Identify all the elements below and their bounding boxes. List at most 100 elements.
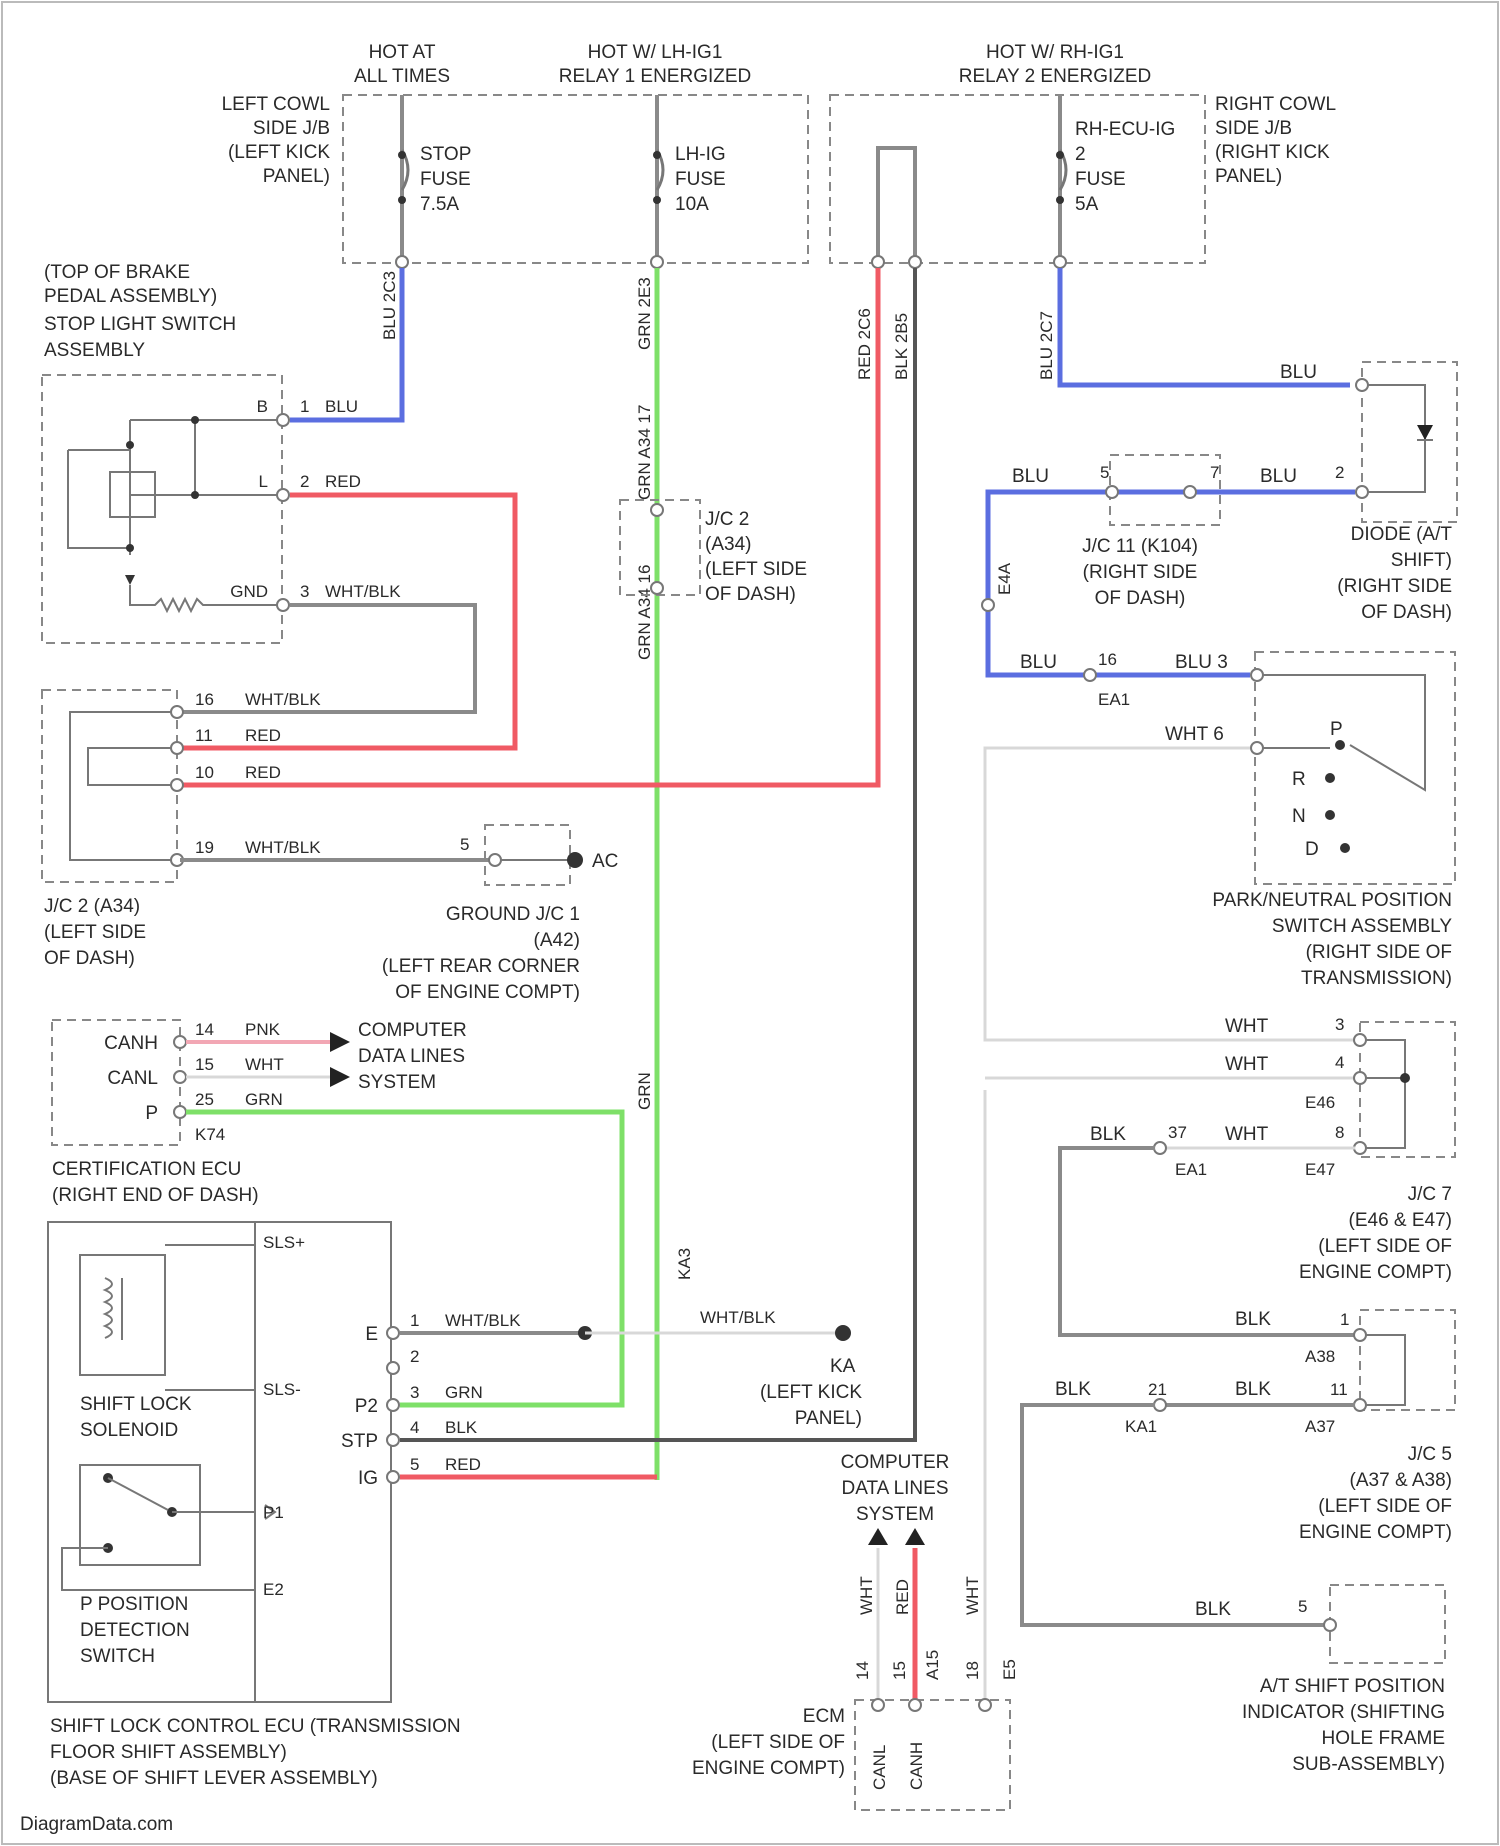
diode-pin-1 bbox=[1356, 379, 1368, 391]
ecm-pin-15: 15 bbox=[890, 1661, 909, 1680]
blu-wire-jc11 bbox=[988, 492, 1355, 675]
ground-ka-label: (LEFT KICK PANEL) bbox=[760, 1382, 862, 1429]
p1-label: P1 bbox=[263, 1503, 284, 1522]
svg-text:GRN: GRN bbox=[245, 1090, 283, 1109]
ecm-arrow-canh bbox=[905, 1528, 925, 1545]
svg-text:SYSTEM: SYSTEM bbox=[856, 1504, 934, 1525]
rhecu-fuse: RH-ECU-IG 2 FUSE 5A bbox=[1056, 119, 1175, 215]
indicator-pin-5 bbox=[1324, 1619, 1336, 1631]
svg-text:(LEFT SIDE OF: (LEFT SIDE OF bbox=[1318, 1236, 1452, 1257]
stop-fuse-connector bbox=[396, 256, 408, 268]
svg-text:(LEFT SIDE OF: (LEFT SIDE OF bbox=[1318, 1496, 1452, 1517]
svg-text:SHIFT LOCK CONTROL ECU (TRANSM: SHIFT LOCK CONTROL ECU (TRANSMISSION bbox=[50, 1716, 461, 1737]
svg-text:SUB-ASSEMBLY): SUB-ASSEMBLY) bbox=[1292, 1754, 1445, 1775]
right-cowl-jb-label: RIGHT COWL SIDE J/B (RIGHT KICK PANEL) bbox=[1215, 94, 1336, 187]
svg-text:(A34): (A34) bbox=[705, 534, 751, 555]
svg-text:(RIGHT END OF DASH): (RIGHT END OF DASH) bbox=[52, 1185, 259, 1206]
blu-label-3: BLU 3 bbox=[1175, 652, 1228, 673]
diode-symbol-icon bbox=[1417, 425, 1433, 440]
jc2-mid-pin-bottom bbox=[651, 582, 663, 594]
wire-label-red-top: RED 2C6 bbox=[855, 308, 874, 380]
certification-ecu-label: CERTIFICATION ECU (RIGHT END OF DASH) bbox=[52, 1159, 259, 1206]
svg-text:COMPUTER: COMPUTER bbox=[841, 1452, 950, 1473]
jc7-pin4-num: 4 bbox=[1335, 1053, 1344, 1072]
svg-text:RIGHT COWL: RIGHT COWL bbox=[1215, 94, 1336, 115]
blk-label-5: BLK bbox=[1195, 1599, 1231, 1620]
svg-text:WHT/BLK: WHT/BLK bbox=[245, 838, 321, 857]
pnp-pos-p: P bbox=[1330, 719, 1343, 740]
jc7-splice bbox=[1400, 1073, 1410, 1083]
svg-text:ASSEMBLY: ASSEMBLY bbox=[44, 340, 145, 361]
jc11-label: J/C 11 (K104) (RIGHT SIDE OF DASH) bbox=[1082, 536, 1198, 609]
svg-text:K74: K74 bbox=[195, 1125, 225, 1144]
indicator-box bbox=[1330, 1585, 1445, 1663]
stop-switch-pins: B L GND 1 2 3 BLU RED WHT/BLK bbox=[230, 397, 401, 611]
svg-text:J/C 5: J/C 5 bbox=[1408, 1444, 1452, 1465]
pnp-contact-d bbox=[1340, 843, 1350, 853]
svg-text:HOT AT: HOT AT bbox=[369, 42, 436, 63]
jc7-pin-8 bbox=[1354, 1142, 1366, 1154]
ecm-pin-14: 14 bbox=[853, 1661, 872, 1680]
red-connector bbox=[872, 256, 884, 268]
svg-text:OF DASH): OF DASH) bbox=[44, 948, 135, 969]
jc5-box bbox=[1360, 1310, 1455, 1410]
svg-text:ENGINE COMPT): ENGINE COMPT) bbox=[1299, 1262, 1452, 1283]
pnp-contact-p bbox=[1335, 740, 1345, 750]
svg-text:2: 2 bbox=[1075, 144, 1086, 165]
svg-text:FUSE: FUSE bbox=[675, 169, 726, 190]
svg-text:10A: 10A bbox=[675, 194, 709, 215]
svg-text:3: 3 bbox=[410, 1383, 419, 1402]
svg-text:STOP LIGHT SWITCH: STOP LIGHT SWITCH bbox=[44, 314, 236, 335]
svg-text:(A42): (A42) bbox=[534, 930, 580, 951]
svg-text:GRN: GRN bbox=[445, 1383, 483, 1402]
jc7-e46: E46 bbox=[1305, 1093, 1335, 1112]
svg-text:INDICATOR (SHIFTING: INDICATOR (SHIFTING bbox=[1242, 1702, 1445, 1723]
ka1-pin21-num: 21 bbox=[1148, 1380, 1167, 1399]
svg-text:DETECTION: DETECTION bbox=[80, 1620, 190, 1641]
svg-text:RELAY 2 ENERGIZED: RELAY 2 ENERGIZED bbox=[959, 66, 1152, 87]
header-hot-at-all-times: HOT AT ALL TIMES bbox=[354, 42, 450, 87]
sls-plus-label: SLS+ bbox=[263, 1233, 305, 1252]
ecm-wht-r: WHT bbox=[963, 1576, 982, 1615]
svg-text:OF DASH): OF DASH) bbox=[1361, 602, 1452, 623]
ground-jc1-label: GROUND J/C 1 (A42) (LEFT REAR CORNER OF … bbox=[382, 904, 580, 1003]
jc11-pin7-num: 7 bbox=[1210, 463, 1219, 482]
ground-ka-id: KA bbox=[830, 1356, 856, 1377]
svg-text:GND: GND bbox=[230, 582, 268, 601]
ecm-conn-a15: A15 bbox=[923, 1650, 942, 1680]
svg-text:COMPUTER: COMPUTER bbox=[358, 1020, 467, 1041]
jc5-pin-1 bbox=[1354, 1329, 1366, 1341]
ecm-red: RED bbox=[893, 1579, 912, 1615]
header-hot-rh-ig1: HOT W/ RH-IG1 RELAY 2 ENERGIZED bbox=[959, 42, 1152, 87]
svg-text:FLOOR SHIFT ASSEMBLY): FLOOR SHIFT ASSEMBLY) bbox=[50, 1742, 287, 1763]
shift-lock-solenoid-label: SHIFT LOCK SOLENOID bbox=[80, 1394, 192, 1441]
ecm-label: ECM (LEFT SIDE OF ENGINE COMPT) bbox=[692, 1706, 845, 1779]
ka-wire-label: WHT/BLK bbox=[700, 1308, 776, 1327]
svg-text:WHT/BLK: WHT/BLK bbox=[245, 690, 321, 709]
svg-text:PANEL): PANEL) bbox=[795, 1408, 862, 1429]
jc7-pin8-num: 8 bbox=[1335, 1123, 1344, 1142]
svg-text:(BASE OF SHIFT LEVER ASSEMBLY): (BASE OF SHIFT LEVER ASSEMBLY) bbox=[50, 1768, 378, 1789]
svg-text:WHT/BLK: WHT/BLK bbox=[325, 582, 401, 601]
svg-text:J/C 2: J/C 2 bbox=[705, 509, 749, 530]
svg-text:SWITCH ASSEMBLY: SWITCH ASSEMBLY bbox=[1272, 916, 1453, 937]
svg-text:LH-IG: LH-IG bbox=[675, 144, 726, 165]
svg-text:(E46 & E47): (E46 & E47) bbox=[1349, 1210, 1453, 1231]
svg-text:BLK: BLK bbox=[445, 1418, 478, 1437]
svg-text:HOT W/ LH-IG1: HOT W/ LH-IG1 bbox=[588, 42, 723, 63]
svg-text:(LEFT SIDE: (LEFT SIDE bbox=[705, 559, 807, 580]
ea1-label: EA1 bbox=[1098, 690, 1130, 709]
left-cowl-jb-label: LEFT COWL SIDE J/B (LEFT KICK PANEL) bbox=[222, 94, 331, 187]
svg-text:LEFT COWL: LEFT COWL bbox=[222, 94, 330, 115]
blk-wire-indicator bbox=[1022, 1405, 1325, 1625]
svg-text:5: 5 bbox=[410, 1455, 419, 1474]
ecm-canl-label: CANL bbox=[870, 1745, 889, 1790]
jc5-internal bbox=[1366, 1335, 1405, 1405]
blk-connector bbox=[909, 256, 921, 268]
e2-label: E2 bbox=[263, 1580, 284, 1599]
stop-light-switch-label: (TOP OF BRAKE PEDAL ASSEMBLY) STOP LIGHT… bbox=[44, 262, 236, 361]
svg-text:WHT/BLK: WHT/BLK bbox=[445, 1311, 521, 1330]
jc11-pin5-num: 5 bbox=[1100, 463, 1109, 482]
blk-label-2: BLK bbox=[1235, 1309, 1271, 1330]
jc2-left-pins: 16 11 10 19 WHT/BLK RED RED WHT/BLK bbox=[171, 690, 321, 866]
